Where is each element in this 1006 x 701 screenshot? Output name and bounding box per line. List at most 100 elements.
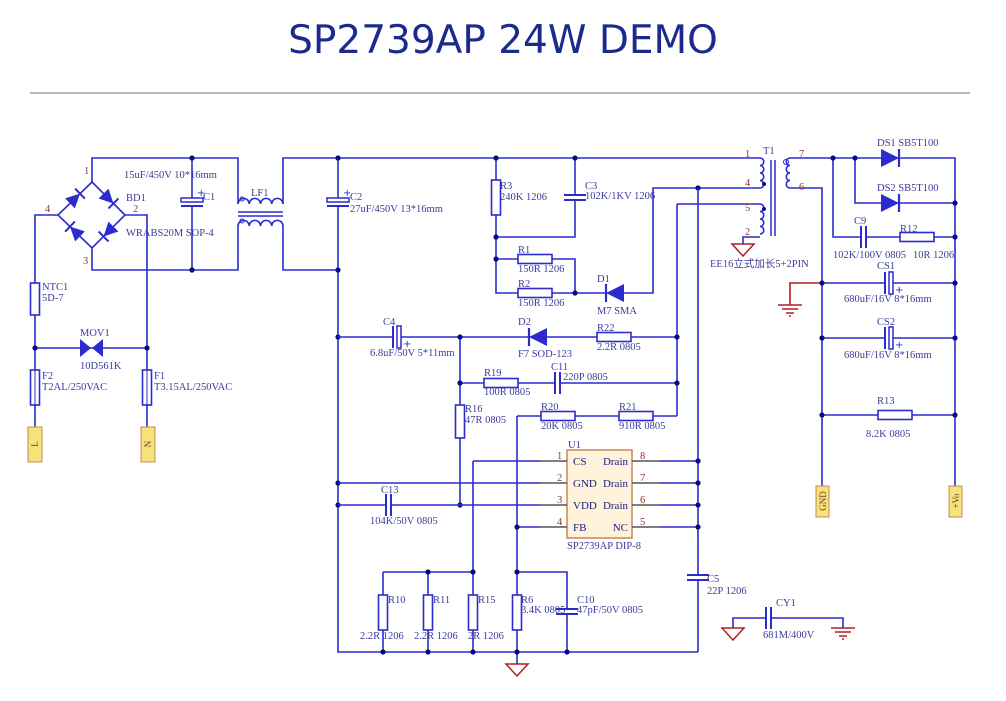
c1-value: 15uF/450V 10*16mm xyxy=(124,170,217,181)
t1-pin-7: 7 xyxy=(799,149,804,160)
junction-dot xyxy=(564,649,570,655)
ntc1-value: 5D-7 xyxy=(42,293,64,304)
junction-dot xyxy=(189,267,195,273)
c9-ref: C9 xyxy=(854,216,866,227)
r3-value: 240K 1206 xyxy=(500,192,547,203)
junction-dot xyxy=(572,155,578,161)
cy1-ref: CY1 xyxy=(776,598,796,609)
junction-dot xyxy=(674,334,680,340)
u1-pin6-name: Drain xyxy=(603,500,629,512)
c2-value: 27uF/450V 13*16mm xyxy=(350,204,443,215)
bridge-diode-r xyxy=(107,197,120,210)
c1-ref: C1 xyxy=(203,192,215,203)
bridge-diode xyxy=(97,230,110,243)
wire xyxy=(790,187,823,486)
labels: 1 2 3 4 BD1 WRABS20M SOP-4 15uF/450V 10*… xyxy=(27,138,963,642)
junction-dot xyxy=(952,200,958,206)
u1-value: SP2739AP DIP-8 xyxy=(567,541,641,552)
r16-value: 47R 0805 xyxy=(465,415,506,426)
junction-dot xyxy=(952,335,958,341)
wire xyxy=(495,215,518,294)
connector-n-label: N xyxy=(143,440,153,447)
c4-ref: C4 xyxy=(383,317,396,328)
d1-value: M7 SMA xyxy=(597,306,637,317)
bd1-pin-4: 4 xyxy=(45,204,51,215)
cs2-capacitor xyxy=(888,326,894,350)
junction-dot xyxy=(457,334,463,340)
r13-value: 8.2K 0805 xyxy=(866,429,910,440)
c10-ref: C10 xyxy=(577,595,595,606)
ground-symbol xyxy=(730,243,756,258)
lf1-dot xyxy=(239,218,245,224)
t1-pin-6: 6 xyxy=(799,182,804,193)
wire xyxy=(282,226,338,271)
cs1-value: 680uF/16V 8*16mm xyxy=(844,294,932,305)
u1-pin3-name: VDD xyxy=(573,500,597,512)
r19-value: 100R 0805 xyxy=(484,387,530,398)
u1-pin5-name: NC xyxy=(613,522,628,534)
bd1-ref: BD1 xyxy=(126,193,146,204)
junction-dot xyxy=(493,234,499,240)
plus-sign: + xyxy=(403,339,411,350)
cs2-ref: CS2 xyxy=(877,317,895,328)
r10-resistor xyxy=(377,594,389,631)
c4-value: 6.8uF/50V 5*11mm xyxy=(370,348,455,359)
wire xyxy=(91,157,239,198)
junction-dot xyxy=(425,569,431,575)
t1-pin-4: 4 xyxy=(745,178,751,189)
r13-resistor xyxy=(877,409,913,421)
t1-pin-5: 5 xyxy=(745,203,750,214)
t1-dot xyxy=(762,182,766,186)
junction-dot xyxy=(952,234,958,240)
junction-dot xyxy=(457,380,463,386)
wire xyxy=(732,617,766,628)
r20-ref: R20 xyxy=(541,402,559,413)
r6-value: 3.4K 0805 xyxy=(521,605,565,616)
wire xyxy=(34,214,58,283)
wire xyxy=(771,617,844,628)
r6-ref: R6 xyxy=(521,595,533,606)
bridge-diode xyxy=(65,193,81,209)
t1-dot xyxy=(762,207,766,211)
t1-ref: T1 xyxy=(763,146,775,157)
wire xyxy=(56,181,127,250)
junction-dot xyxy=(695,502,701,508)
junction-dot xyxy=(425,649,431,655)
page-title: SP2739AP 24W DEMO xyxy=(288,18,718,63)
bd1-value: WRABS20M SOP-4 xyxy=(126,228,215,239)
f2-ref: F2 xyxy=(42,371,53,382)
junction-dot xyxy=(695,458,701,464)
u1-pin2-name: GND xyxy=(573,478,597,490)
wire xyxy=(832,158,861,238)
r11-ref: R11 xyxy=(433,595,450,606)
ground-symbol xyxy=(504,663,530,678)
c3-ref: C3 xyxy=(585,181,597,192)
c10-value: 47pF/50V 0805 xyxy=(577,605,643,616)
connector-l xyxy=(27,426,43,463)
mov1-value: 10D561K xyxy=(80,361,122,372)
c4-capacitor xyxy=(396,325,402,349)
wire xyxy=(627,187,760,294)
inductor-coil xyxy=(237,197,284,205)
u1-ic-body xyxy=(566,449,633,539)
u1-pin4-name: FB xyxy=(573,522,586,534)
junction-dot xyxy=(493,155,499,161)
wire xyxy=(742,236,760,244)
u1-pin6-num: 6 xyxy=(640,495,645,506)
t1-pin-2: 2 xyxy=(745,227,750,238)
t1-dot xyxy=(783,159,789,165)
junction-dot xyxy=(819,280,825,286)
c2-capacitor xyxy=(326,197,350,203)
f2-value: T2AL/250VAC xyxy=(42,382,107,393)
junction-dot xyxy=(695,480,701,486)
junction-dot xyxy=(514,524,520,530)
u1-pin4-num: 4 xyxy=(557,517,563,528)
u1-pin8-name: Drain xyxy=(603,456,629,468)
junction-dot xyxy=(335,267,341,273)
u1-pin7-num: 7 xyxy=(640,473,645,484)
mov1-varistor xyxy=(80,339,91,357)
plus-sign: + xyxy=(895,340,903,351)
c5-value: 22P 1206 xyxy=(707,586,747,597)
wire xyxy=(552,258,576,293)
f1-ref: F1 xyxy=(154,371,165,382)
